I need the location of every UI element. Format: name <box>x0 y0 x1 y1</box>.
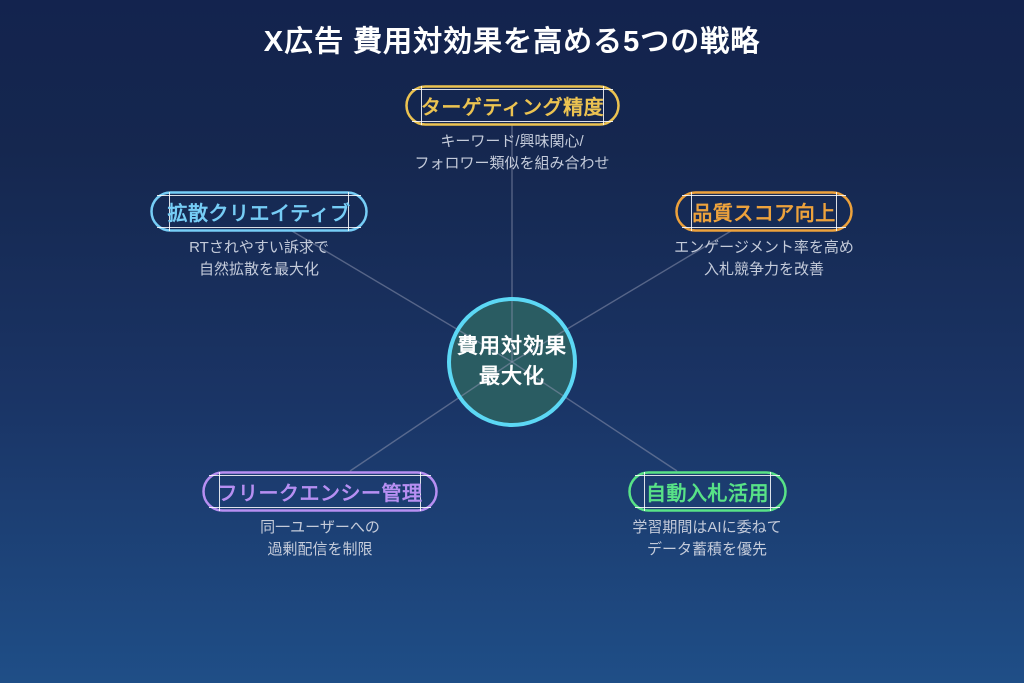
node-viral-creative-label: 拡散クリエイティブ <box>167 203 351 225</box>
desc-line: 過剰配信を制限 <box>267 541 373 558</box>
desc-line: キーワード/興味関心/ <box>440 133 584 150</box>
desc-line: フォロワー類似を組み合わせ <box>414 155 610 172</box>
node-frequency-shape <box>202 471 438 512</box>
center-label-line1: 費用対効果 <box>457 335 567 358</box>
desc-line: 学習期間はAIに委ねて <box>632 519 782 536</box>
center-label-line2: 最大化 <box>479 365 545 388</box>
connector-frequency <box>349 361 513 472</box>
node-frequency: フリークエンシー管理 <box>202 471 438 512</box>
desc-line: 自然拡散を最大化 <box>198 261 319 278</box>
desc-line: エンゲージメント率を高め <box>674 239 854 256</box>
connector-quality-score <box>511 230 732 363</box>
node-auto-bidding-shape <box>628 471 787 512</box>
page-title: X広告 費用対効果を高める5つの戦略 <box>263 26 761 58</box>
node-auto-bidding: 自動入札活用 <box>628 471 787 512</box>
desc-line: データ蓄積を優先 <box>646 541 767 558</box>
node-frequency-label: フリークエンシー管理 <box>217 483 423 505</box>
connector-viral-creative <box>291 230 513 363</box>
node-quality-score-shape <box>675 191 853 232</box>
desc-line: 同一ユーザーへの <box>260 519 380 536</box>
desc-line: 入札競争力を改善 <box>703 261 824 278</box>
connector-auto-bidding <box>511 361 678 472</box>
desc-line: RTされやすい訴求で <box>189 239 329 256</box>
center-circle-ring <box>447 297 577 427</box>
node-targeting-desc: キーワード/興味関心/ フォロワー類似を組み合わせ <box>362 131 662 175</box>
node-frequency-desc: 同一ユーザーへの 過剰配信を制限 <box>170 517 470 561</box>
node-targeting: ターゲティング精度 <box>405 85 620 126</box>
node-quality-score: 品質スコア向上 <box>675 191 853 232</box>
node-viral-creative-shape <box>150 191 368 232</box>
center-node-label: 費用対効果 最大化 <box>432 299 592 425</box>
node-auto-bidding-desc: 学習期間はAIに委ねて データ蓄積を優先 <box>557 517 857 561</box>
node-quality-score-desc: エンゲージメント率を高め 入札競争力を改善 <box>614 237 914 281</box>
node-targeting-shape <box>405 85 620 126</box>
node-quality-score-label: 品質スコア向上 <box>692 203 836 225</box>
node-viral-creative-desc: RTされやすい訴求で 自然拡散を最大化 <box>109 237 409 281</box>
node-auto-bidding-label: 自動入札活用 <box>646 483 769 505</box>
node-viral-creative: 拡散クリエイティブ <box>150 191 368 232</box>
node-targeting-label: ターゲティング精度 <box>420 97 605 119</box>
